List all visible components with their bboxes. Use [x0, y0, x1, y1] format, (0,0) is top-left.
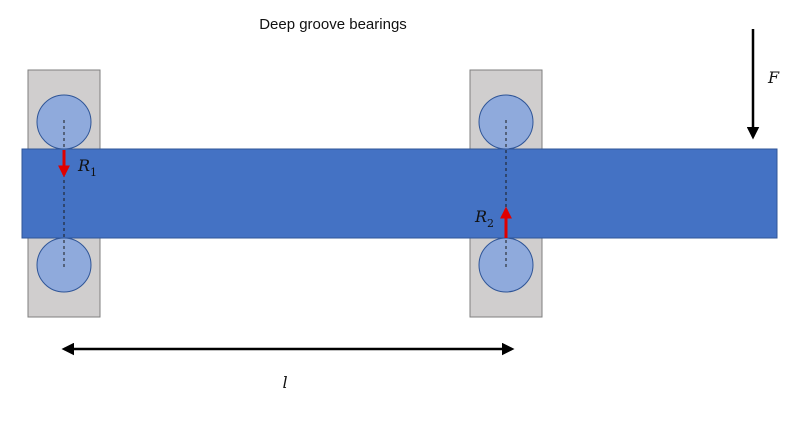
- shaft: [21, 148, 778, 239]
- applied-force-label: F: [767, 68, 780, 87]
- reaction-1-symbol: R: [77, 156, 90, 175]
- reaction-1-subscript: 1: [90, 166, 97, 179]
- length-label: l: [282, 373, 287, 392]
- reaction-1-label: R1: [77, 156, 97, 179]
- reaction-2-label: R2: [474, 207, 494, 230]
- reaction-2-subscript: 2: [487, 217, 494, 230]
- diagram-title: Deep groove bearings: [259, 16, 407, 33]
- reaction-2-symbol: R: [474, 207, 487, 226]
